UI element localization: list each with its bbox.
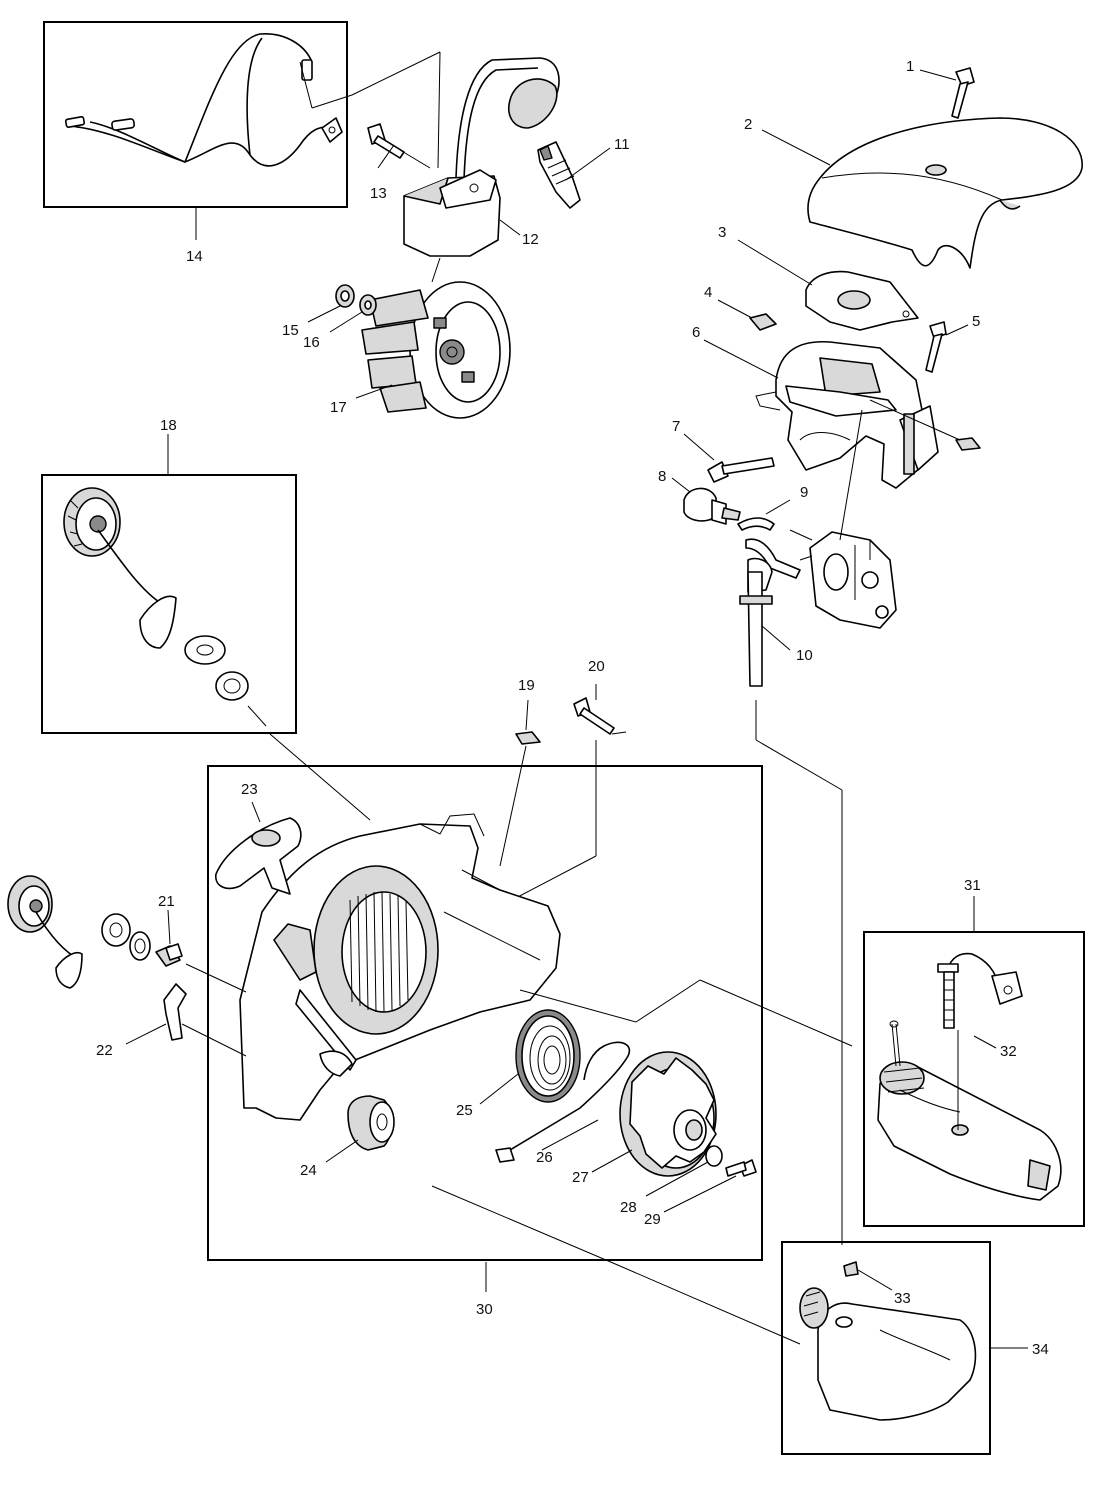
top-cover-part: [807, 117, 1083, 269]
callout-23: 23: [241, 781, 258, 798]
callout-4: 4: [704, 284, 712, 301]
starter-handle-part: [215, 817, 302, 895]
carburetor-part: [789, 529, 897, 629]
chain-catcher-part: [163, 983, 187, 1041]
handle-bolt-part: [937, 952, 1023, 1029]
ignition-coil-part: [403, 57, 560, 257]
callout-12: 12: [522, 231, 539, 248]
callout-1: 1: [906, 58, 914, 75]
mount-screw-part: [925, 321, 947, 373]
fuel-tank-part: [877, 1061, 1062, 1201]
side-oil-cap-part: [7, 875, 151, 989]
callout-28: 28: [620, 1199, 637, 1216]
callout-31: 31: [964, 877, 981, 894]
callout-25: 25: [456, 1102, 473, 1119]
callout-19: 19: [518, 677, 535, 694]
starter-rope-part: [495, 1041, 631, 1163]
wire-harness-frame: [43, 21, 348, 208]
callout-13: 13: [370, 185, 387, 202]
breather-plug-part: [843, 1261, 859, 1277]
callout-17: 17: [330, 399, 347, 416]
spark-plug-part: [537, 141, 581, 209]
cotter-pin-part: [889, 1020, 901, 1067]
callout-3: 3: [718, 224, 726, 241]
callout-16: 16: [303, 334, 320, 351]
air-plate-part: [805, 270, 919, 331]
fuel-pipe-part: [739, 538, 801, 687]
oil-pump-bushing-part: [155, 943, 183, 967]
flywheel-nut-part: [335, 284, 355, 308]
callout-33: 33: [894, 1290, 911, 1307]
starter-assembly-frame: [207, 765, 763, 1261]
starter-screw-part: [573, 697, 615, 735]
callout-24: 24: [300, 1162, 317, 1179]
callout-8: 8: [658, 468, 666, 485]
damper-part: [347, 1095, 395, 1151]
callout-11: 11: [614, 136, 630, 153]
callout-27: 27: [572, 1169, 589, 1186]
callout-14: 14: [186, 248, 203, 265]
callout-21: 21: [158, 893, 175, 910]
rope-reel-part: [619, 1051, 717, 1177]
callout-6: 6: [692, 324, 700, 341]
reel-washer-part: [705, 1145, 723, 1167]
recoil-spring-part: [515, 1009, 581, 1103]
primer-bulb-part: [683, 487, 741, 525]
callout-15: 15: [282, 322, 299, 339]
oil-tank-part: [799, 1287, 977, 1421]
callout-9: 9: [800, 484, 808, 501]
fuel-hose-part: [737, 517, 775, 531]
oil-cap-frame: [41, 474, 297, 734]
flywheel-washer-part: [359, 294, 377, 316]
reel-screw-part: [725, 1159, 757, 1177]
coil-screw-part: [367, 123, 405, 159]
holder-screw-part: [707, 457, 775, 483]
callout-20: 20: [588, 658, 605, 675]
starter-clip-part: [515, 731, 541, 745]
callout-32: 32: [1000, 1043, 1017, 1060]
callout-26: 26: [536, 1149, 553, 1166]
callout-10: 10: [796, 647, 813, 664]
callout-34: 34: [1032, 1341, 1049, 1358]
carburetor-holder-part: [755, 340, 981, 489]
starter-housing-part: [239, 813, 561, 1121]
callout-18: 18: [160, 417, 177, 434]
callout-7: 7: [672, 418, 680, 435]
cover-screw-part: [951, 67, 975, 119]
wire-harness-part: [64, 33, 343, 167]
callout-5: 5: [972, 313, 980, 330]
callout-2: 2: [744, 116, 752, 133]
flywheel-part: [361, 281, 511, 419]
callout-29: 29: [644, 1211, 661, 1228]
clip-part: [749, 313, 777, 331]
oil-cap-part: [63, 487, 249, 701]
callout-22: 22: [96, 1042, 113, 1059]
callout-30: 30: [476, 1301, 493, 1318]
